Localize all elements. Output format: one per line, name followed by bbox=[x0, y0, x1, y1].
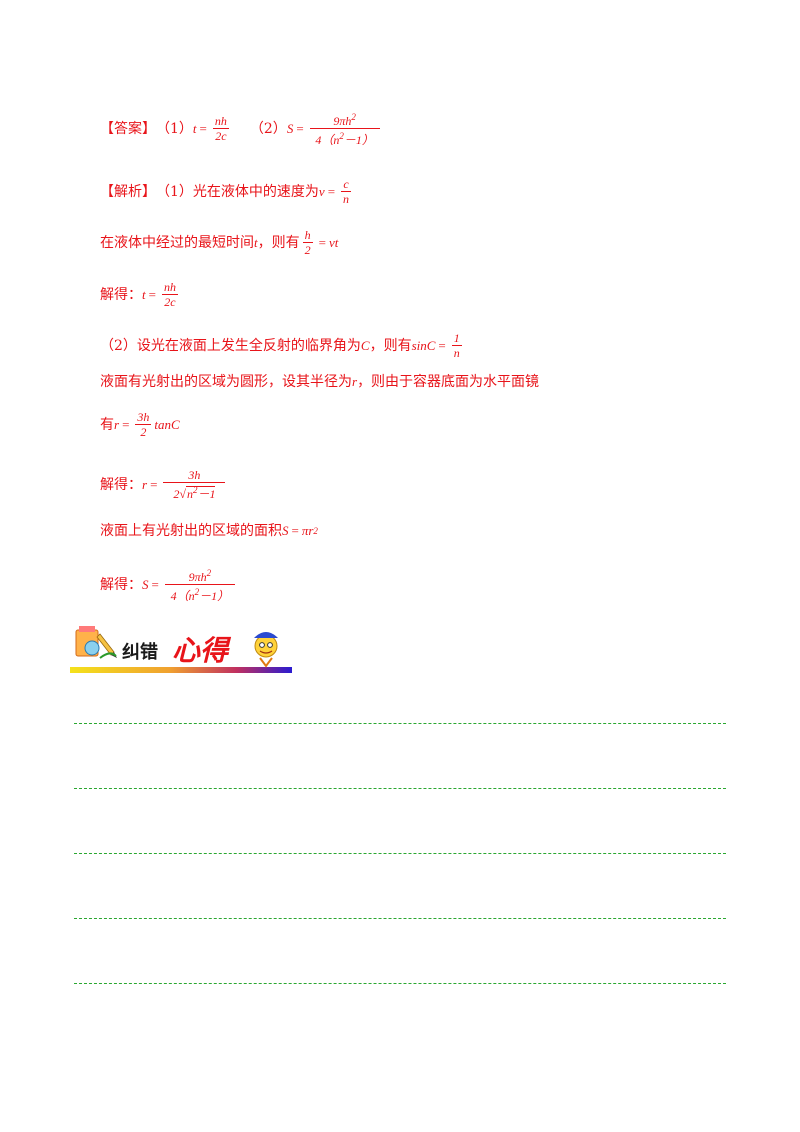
writing-line-1 bbox=[74, 723, 726, 724]
radius-result-formula: r= 3h 2√n2－1 bbox=[142, 468, 228, 501]
mascot-icon bbox=[254, 632, 278, 668]
answer-part2-marker: （2） bbox=[249, 120, 287, 137]
banner-graphic: 纠错 心得 bbox=[70, 626, 292, 673]
answer-part1-marker: （1） bbox=[156, 120, 193, 137]
pencil-notebook-icon bbox=[75, 626, 117, 659]
area-result-formula: S= 9πh2 4（n2－1） bbox=[142, 566, 238, 603]
writing-line-3 bbox=[74, 853, 726, 854]
writing-line-5 bbox=[74, 983, 726, 984]
banner-text-2: 心得 bbox=[172, 634, 232, 667]
analysis-line-9: 解得： S= 9πh2 4（n2－1） bbox=[100, 566, 238, 603]
analysis-line-5: 液面有光射出的区域为圆形，设其半径为 r ，则由于容器底面为水平面镜 bbox=[100, 374, 540, 390]
error-correction-banner: 纠错 心得 bbox=[70, 622, 292, 676]
writing-line-2 bbox=[74, 788, 726, 789]
analysis-label: 【解析】 bbox=[100, 183, 156, 200]
answer-label: 【答案】 bbox=[100, 120, 156, 137]
banner-text-1: 纠错 bbox=[122, 641, 158, 663]
banner-gradient-bar bbox=[70, 667, 292, 673]
analysis-line-7: 解得： r= 3h 2√n2－1 bbox=[100, 468, 228, 501]
answer-part2-formula: S= 9πh2 4（n2－1） bbox=[287, 110, 383, 147]
writing-line-4 bbox=[74, 918, 726, 919]
